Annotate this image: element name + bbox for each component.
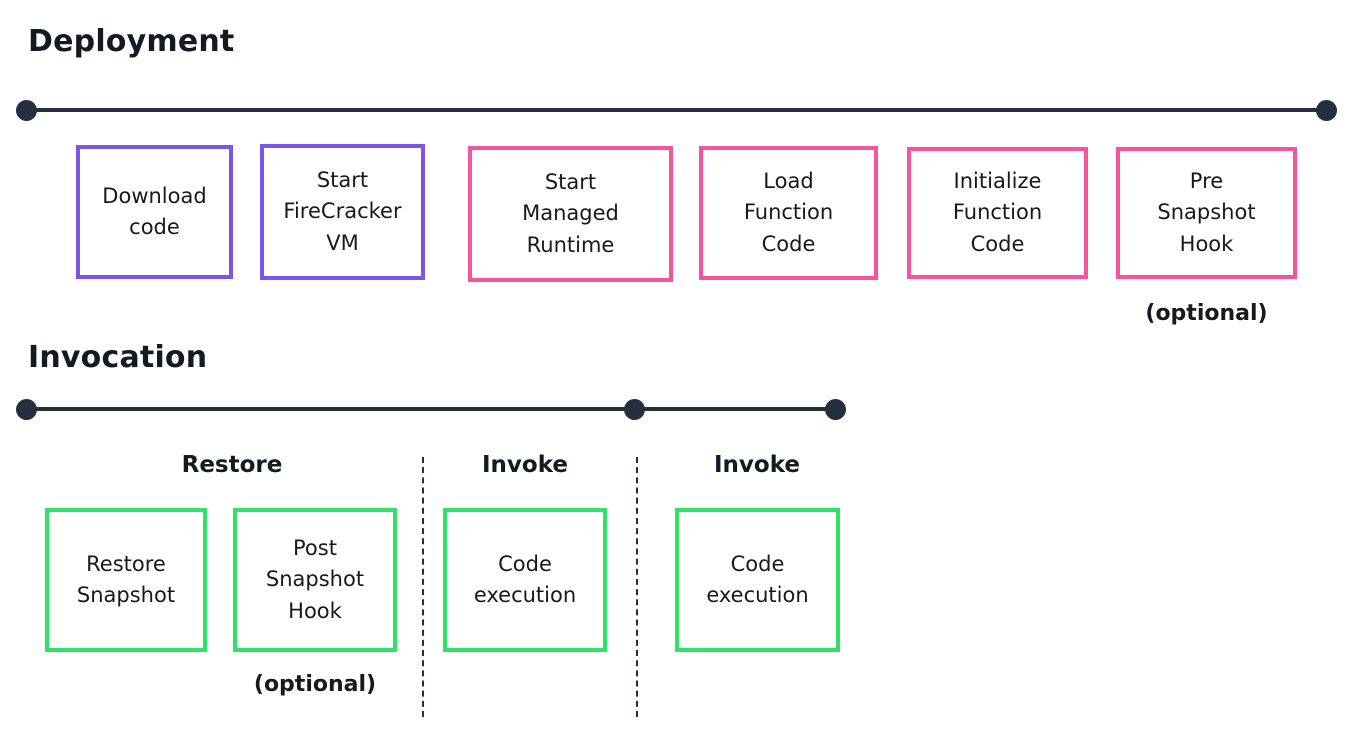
- phase-box-initialize-function-code: Initialize Function Code: [907, 147, 1088, 279]
- phase-box-label: Download code: [102, 183, 207, 240]
- phase-box-download-code: Download code: [76, 145, 233, 279]
- phase-group-label-restore: Restore: [181, 452, 283, 478]
- phase-group-label-invoke-1: Invoke: [481, 452, 568, 478]
- phase-box-label: Pre Snapshot Hook: [1157, 168, 1256, 256]
- phase-group-label-invoke-2: Invoke: [713, 452, 800, 478]
- phase-box-label: Start FireCracker VM: [283, 167, 402, 255]
- post-snapshot-hook-optional-note: (optional): [253, 672, 377, 697]
- phase-box-start-firecracker-vm: Start FireCracker VM: [260, 144, 425, 280]
- timeline-start-dot: [16, 399, 37, 420]
- pre-snapshot-hook-optional-note: (optional): [1145, 301, 1268, 326]
- timeline-end-dot: [825, 399, 846, 420]
- phase-box-start-managed-runtime: Start Managed Runtime: [468, 146, 673, 282]
- phase-box-label: Code execution: [473, 551, 577, 608]
- phase-box-label: Post Snapshot Hook: [265, 535, 365, 623]
- phase-box-code-execution-1: Code execution: [443, 508, 607, 652]
- invocation-timeline-line: [26, 407, 836, 411]
- deployment-section-title: Deployment: [28, 24, 235, 59]
- deployment-timeline-line: [26, 108, 1326, 112]
- phase-separator: [422, 457, 424, 717]
- phase-separator: [636, 457, 638, 717]
- phase-box-code-execution-2: Code execution: [675, 508, 840, 652]
- invocation-section-title: Invocation: [28, 340, 208, 375]
- phase-box-label: Initialize Function Code: [952, 168, 1043, 256]
- phase-box-label: Start Managed Runtime: [522, 169, 619, 257]
- phase-box-label: Load Function Code: [743, 168, 834, 256]
- phase-box-restore-snapshot: Restore Snapshot: [45, 508, 207, 652]
- phase-box-post-snapshot-hook: Post Snapshot Hook: [233, 508, 397, 652]
- timeline-end-dot: [1316, 100, 1337, 121]
- phase-box-label: Restore Snapshot: [76, 551, 176, 608]
- phase-box-label: Code execution: [706, 551, 809, 608]
- phase-box-load-function-code: Load Function Code: [699, 146, 878, 280]
- timeline-start-dot: [16, 100, 37, 121]
- timeline-mid-dot: [624, 399, 645, 420]
- phase-box-pre-snapshot-hook: Pre Snapshot Hook: [1116, 147, 1297, 279]
